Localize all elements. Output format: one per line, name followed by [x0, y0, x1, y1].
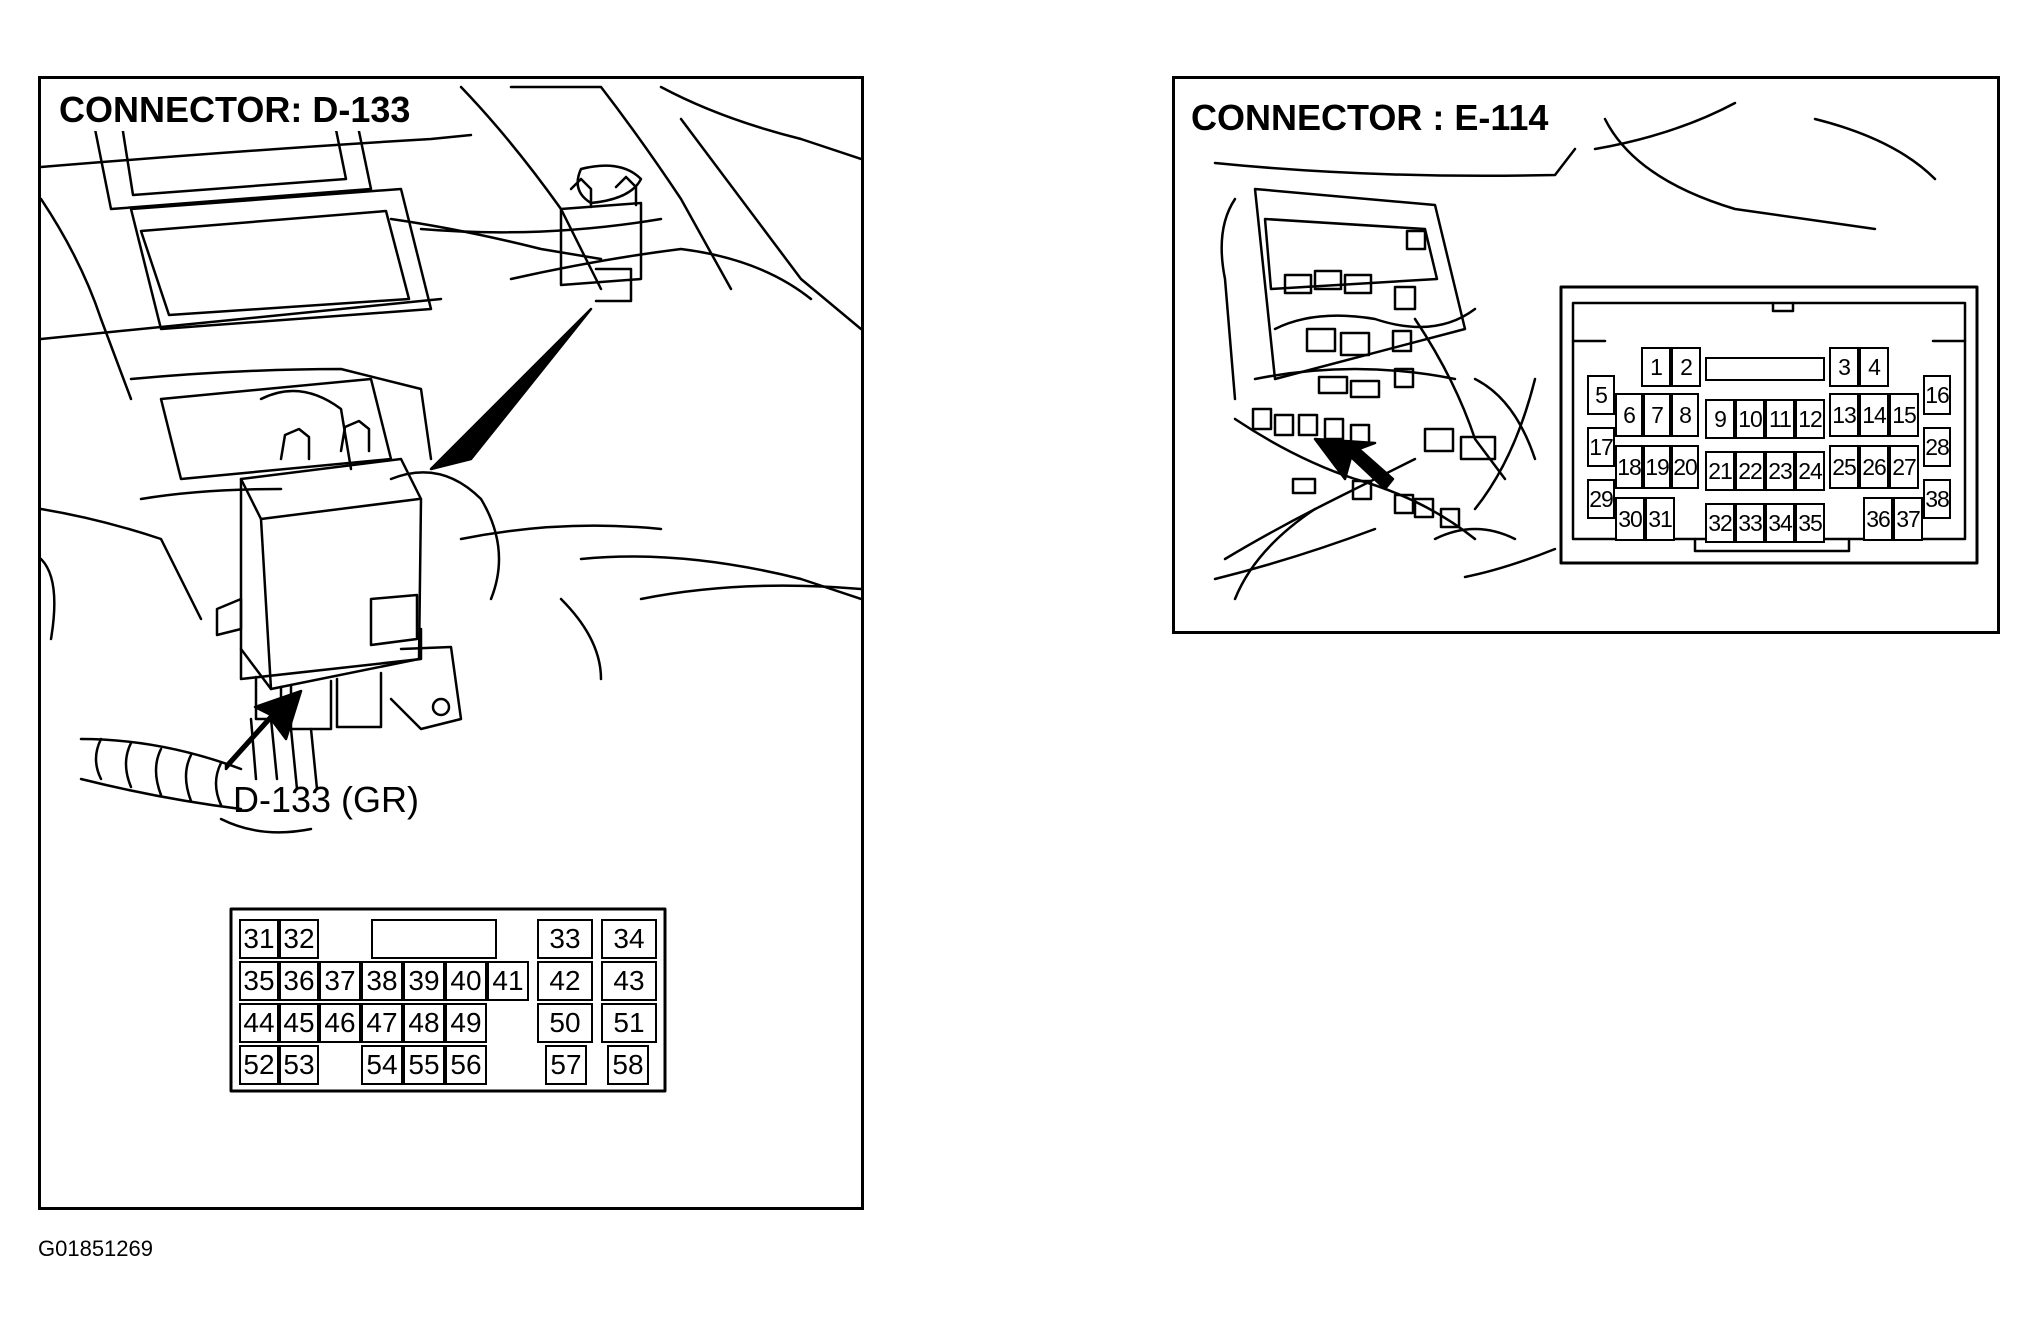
figure-id: G01851269: [38, 1236, 153, 1261]
connector-d133-panel: CONNECTOR: D-133 D-133 (GR) 31 32 33 34 …: [38, 76, 864, 1210]
panel-title: CONNECTOR: D-133: [53, 89, 417, 131]
connector-e114-panel: CONNECTOR : E-114 1 2 3 4 5 16 6 7 8 9 1…: [1172, 76, 2000, 634]
dashboard-illustration-d133: [41, 85, 861, 1093]
connector-callout-label: D-133 (GR): [233, 779, 420, 820]
dashboard-illustration-e114: [1213, 101, 1979, 601]
panel-title: CONNECTOR : E-114: [1185, 97, 1555, 139]
